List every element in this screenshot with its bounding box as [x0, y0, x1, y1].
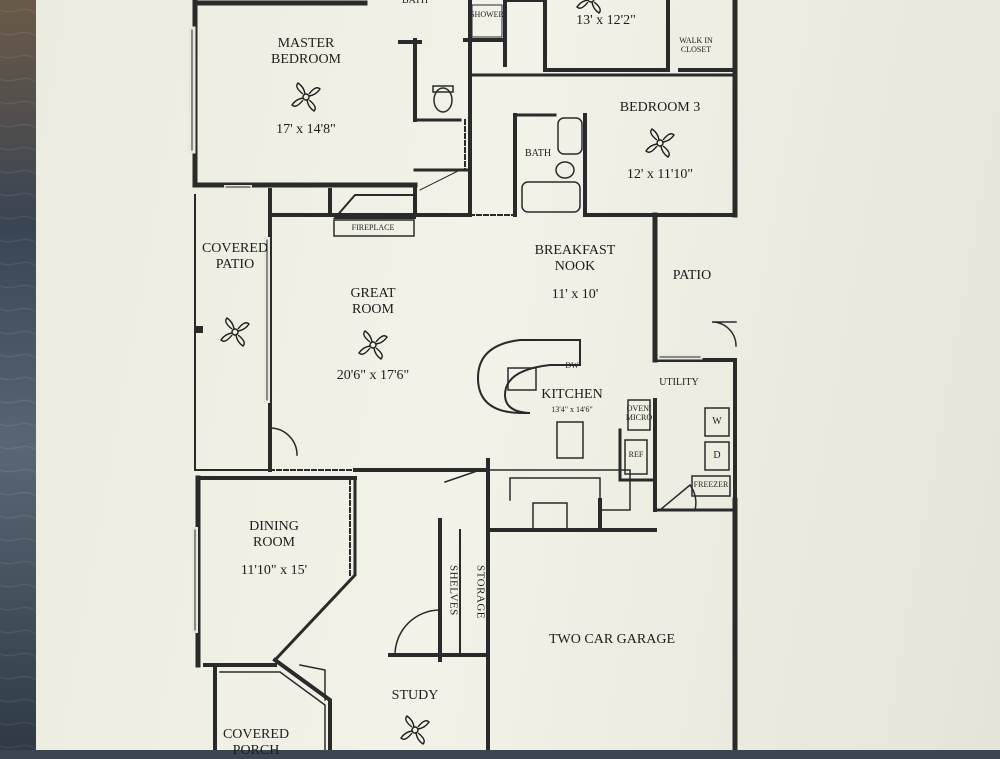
toilet-icon: [432, 85, 454, 93]
ceiling-fan-icon: [218, 315, 252, 349]
freezer: [691, 475, 731, 497]
great-room-dimensions: 20'6" x 17'6": [336, 368, 410, 383]
bedroom-2-dimensions: 13' x 12'2": [576, 13, 636, 28]
shower-label: SHOWER: [470, 10, 504, 19]
oven-micro-label: OVEN/ MICRO: [625, 404, 653, 423]
covered-porch-label: COVERED PORCH: [222, 727, 290, 759]
covered-patio-label: COVERED PATIO: [201, 241, 269, 273]
patio-label: PATIO: [672, 268, 712, 283]
door-swing-icon: [269, 427, 298, 456]
fireplace-label: FIREPLACE: [351, 223, 395, 232]
washer: [704, 407, 730, 437]
refrigerator: [624, 439, 648, 475]
kitchen-cooktop-island: [556, 421, 584, 459]
ceiling-fan-icon: [574, 0, 608, 16]
dryer-label: D: [713, 450, 721, 461]
study-label: STUDY: [391, 688, 439, 703]
oven-micro: [627, 399, 651, 431]
dining-room-dimensions: 11'10" x 15': [240, 563, 308, 578]
door-swing-icon: [658, 483, 697, 512]
breakfast-nook-dimensions: 11' x 10': [551, 287, 599, 302]
ceiling-fan-icon: [356, 328, 390, 362]
utility-label: UTILITY: [659, 377, 699, 388]
two-car-garage-label: TWO CAR GARAGE: [549, 632, 675, 647]
dining-room-label: DINING ROOM: [249, 519, 299, 551]
floor-plan-sheet: BATH SHOWER 13' x 12'2" WALK IN CLOSET MASTE…: [36, 0, 1000, 758]
master-bedroom-dimensions: 17' x 14'8": [276, 122, 336, 137]
ref-label: REF: [628, 450, 644, 459]
kitchen-island: [476, 339, 581, 414]
toilet-icon: [555, 161, 575, 179]
exterior-wall: [272, 657, 332, 750]
ceiling-fan-icon: [289, 80, 323, 114]
door-swing-icon: [299, 664, 326, 701]
master-bath-label: BATH: [401, 0, 429, 6]
kitchen-range: [532, 502, 568, 530]
door-swing-icon: [414, 169, 461, 191]
exterior-wall: [272, 476, 357, 663]
wood-table-edge: [0, 0, 36, 750]
kitchen-counter: [487, 469, 631, 511]
bedroom-3-label: BEDROOM 3: [619, 100, 701, 115]
dw-label: DW: [565, 361, 579, 370]
kitchen-label: KITCHEN: [541, 387, 603, 402]
door-swing-icon: [394, 609, 441, 656]
kitchen-wall: [618, 428, 657, 482]
hall-bath-label: BATH: [524, 148, 552, 159]
storage-label: STORAGE: [474, 565, 487, 620]
freezer-label: FREEZER: [693, 480, 729, 489]
ceiling-fan-icon: [398, 713, 432, 747]
great-room-label: GREAT ROOM: [350, 286, 396, 318]
dryer: [704, 441, 730, 471]
sink-icon: [557, 117, 583, 155]
kitchen-dimensions: 13'4" x 14'6": [551, 405, 593, 414]
master-bedroom-label: MASTER BEDROOM: [270, 36, 342, 68]
ceiling-fan-icon: [643, 126, 677, 160]
shelves-label: SHELVES: [447, 565, 460, 616]
toilet-icon: [433, 87, 453, 113]
fireplace-label-box: [333, 219, 415, 237]
breakfast-nook-label: BREAKFAST NOOK: [534, 243, 616, 275]
bedroom-3-dimensions: 12' x 11'10": [626, 167, 694, 182]
bathtub-icon: [521, 181, 581, 213]
door-swing-icon: [711, 321, 737, 347]
kitchen-sink: [507, 367, 537, 391]
walk-in-closet-label: WALK IN CLOSET: [679, 36, 713, 55]
patio-post: [196, 326, 203, 333]
porch-bay: [219, 671, 326, 750]
fireplace-hearth: [332, 194, 416, 219]
door-swing-icon: [444, 469, 481, 483]
shower: [471, 4, 503, 38]
floor-plan-drawing: [188, 0, 738, 750]
washer-label: W: [712, 416, 722, 427]
